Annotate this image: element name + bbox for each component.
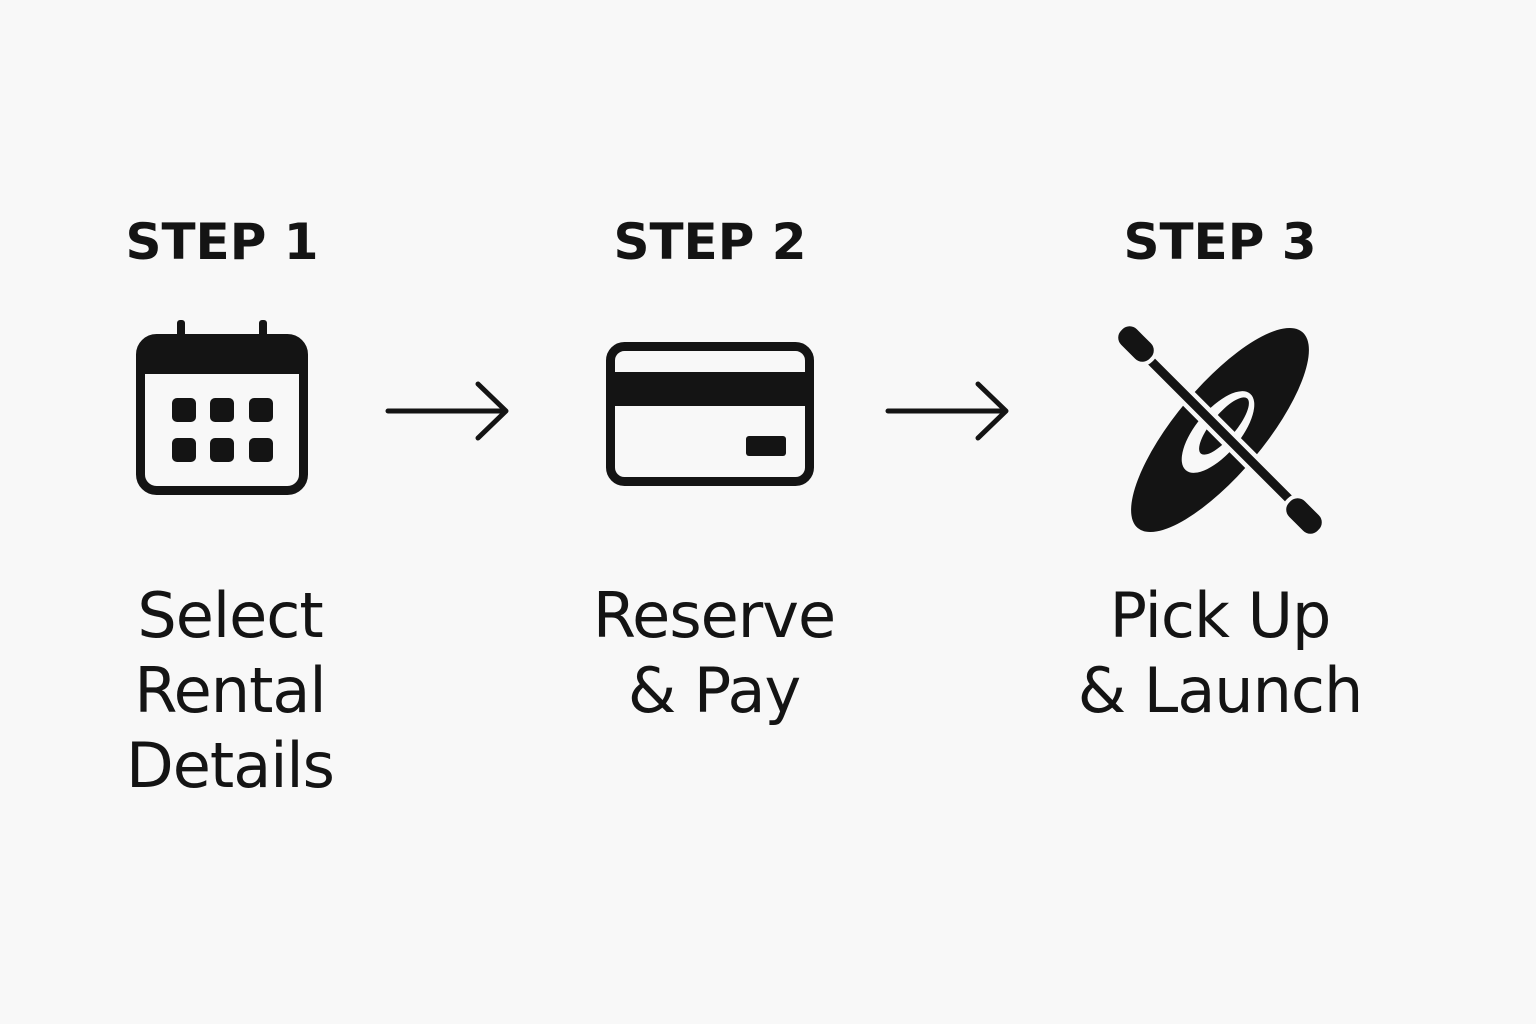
step-2-caption-line-1: Reserve <box>592 579 836 652</box>
step-1-caption-line-2: Rental <box>134 654 326 727</box>
arrow-right-icon <box>385 381 509 441</box>
step-3-caption: Pick Up & Launch <box>1010 578 1430 728</box>
step-2-caption: Reserve & Pay <box>504 578 924 728</box>
step-2-caption-line-2: & Pay <box>627 654 801 727</box>
credit-card-icon <box>606 342 814 486</box>
step-2-heading: STEP 2 <box>613 213 807 271</box>
step-3-heading: STEP 3 <box>1123 213 1317 271</box>
calendar-icon <box>136 320 308 495</box>
step-1-caption-line-3: Details <box>126 729 335 802</box>
step-1-caption-line-1: Select <box>137 579 323 652</box>
step-3-caption-line-2: & Launch <box>1077 654 1364 727</box>
step-3-caption-line-1: Pick Up <box>1109 579 1332 652</box>
kayak-paddle-icon <box>1114 322 1326 538</box>
arrow-right-icon <box>885 381 1009 441</box>
step-1-caption: Select Rental Details <box>20 578 440 803</box>
step-1-heading: STEP 1 <box>125 213 319 271</box>
